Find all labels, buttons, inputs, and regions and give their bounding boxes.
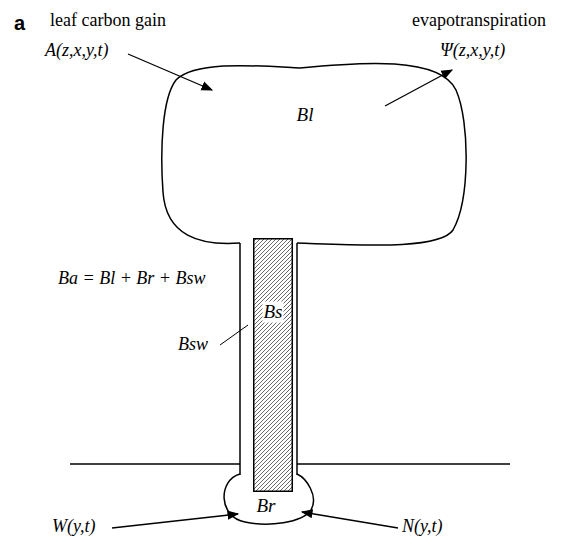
flux-function: A(z,x,y,t) xyxy=(45,40,108,61)
flux-arrow xyxy=(302,512,398,528)
leader-line xyxy=(220,325,248,345)
flux-name: leaf carbon gain xyxy=(50,10,166,31)
leaf-outline xyxy=(162,63,466,245)
node-outline xyxy=(158,55,470,250)
stem-wall xyxy=(296,243,298,475)
node-outline xyxy=(253,238,293,492)
compartment-symbol: Br xyxy=(256,496,277,517)
flux-function: Ψ(z,x,y,t) xyxy=(440,40,505,61)
hatched-column xyxy=(254,239,293,492)
leaf-compartment: Bl xyxy=(158,55,470,250)
flux-function: N(y,t) xyxy=(402,516,443,537)
ground-line xyxy=(297,463,510,464)
biomass-equation: Ba = Bl + Br + Bsw xyxy=(58,268,205,289)
flux-name: evapotranspiration xyxy=(412,10,546,31)
sapwood-symbol: Bsw xyxy=(178,334,208,355)
ground-line xyxy=(70,463,240,464)
compartment-symbol: Bs xyxy=(263,302,284,323)
flux-arrow xyxy=(128,54,212,90)
root-compartment: Br xyxy=(216,468,316,528)
compartment-symbol: Bl xyxy=(296,105,315,126)
heartwood-column: Bs xyxy=(253,238,293,492)
flux-arrow xyxy=(112,514,238,528)
flux-function: W(y,t) xyxy=(52,516,95,537)
root-outline xyxy=(224,474,313,524)
panel-letter: a xyxy=(14,12,25,35)
stem-wall xyxy=(239,243,241,475)
